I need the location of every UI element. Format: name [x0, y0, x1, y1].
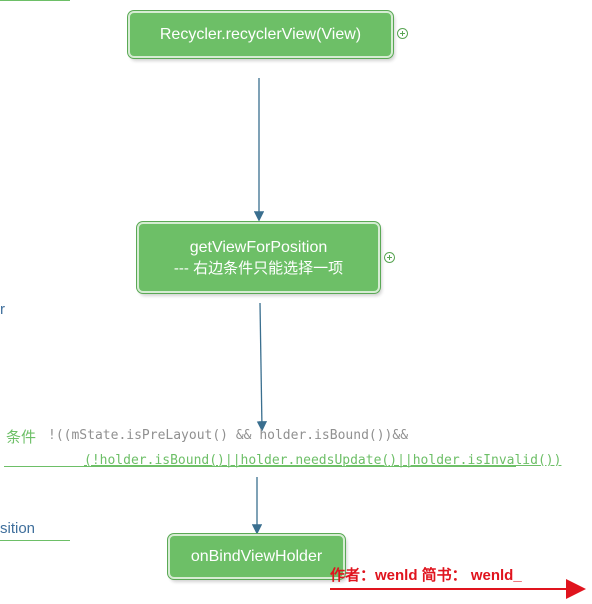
condition-label: 条件: [6, 429, 37, 446]
node-recycler-view[interactable]: Recycler.recyclerView(View): [128, 11, 393, 58]
node-recycler-view-label: Recycler.recyclerView(View): [159, 26, 362, 43]
node-get-view-title: getViewForPosition: [189, 238, 328, 256]
expand-plus-icon[interactable]: [384, 252, 395, 263]
arrow-getview-to-condition: [256, 302, 268, 432]
node-get-view-for-position[interactable]: getViewForPosition --- 右边条件只能选择一项: [137, 222, 380, 293]
node-on-bind-label: onBindViewHolder: [190, 548, 323, 565]
side-label-fragment-r: r: [0, 301, 5, 318]
node-get-view-subtitle: --- 右边条件只能选择一项: [173, 259, 344, 277]
side-label-underline: [0, 540, 70, 541]
side-label-fragment-sition: sition: [0, 520, 36, 537]
expand-plus-icon[interactable]: [397, 28, 408, 39]
condition-code-line1: !((mState.isPreLayout() && holder.isBoun…: [48, 428, 409, 443]
node-on-bind-view-holder[interactable]: onBindViewHolder: [168, 534, 345, 579]
condition-code-line2: (!holder.isBound()||holder.needsUpdate()…: [84, 453, 562, 468]
condition-underline: [4, 466, 516, 467]
author-note: 作者：wenld 简书： wenld_: [330, 567, 522, 584]
